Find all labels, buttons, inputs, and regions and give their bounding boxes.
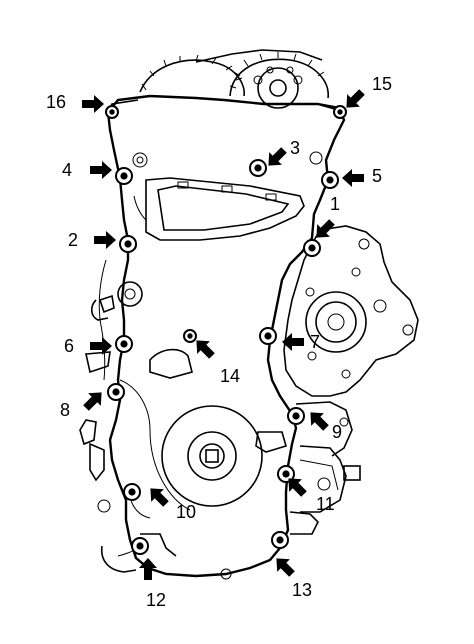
- bolt-label-10: 10: [176, 502, 196, 522]
- arrow-bolt-6: [90, 337, 112, 355]
- bolt-14-center: [187, 333, 193, 339]
- bolt-1-center: [308, 244, 316, 252]
- bolt-label-8: 8: [60, 400, 70, 420]
- bolt-2-center: [124, 240, 132, 248]
- arrow-bolt-1: [316, 219, 335, 238]
- arrow-bolt-4: [90, 161, 112, 179]
- bolt-3-center: [254, 164, 262, 172]
- bolt-6-center: [120, 340, 128, 348]
- bolt-label-14: 14: [220, 366, 240, 386]
- bolt-13-center: [276, 536, 284, 544]
- crankshaft-seal-area: [97, 348, 287, 580]
- bolt-9-center: [292, 412, 300, 420]
- bolt-7-center: [264, 332, 272, 340]
- camshaft-sprockets: [139, 49, 329, 109]
- arrow-group: [82, 89, 365, 580]
- arrow-bolt-5: [342, 169, 364, 187]
- bolt-label-6: 6: [64, 336, 74, 356]
- bolt-label-5: 5: [372, 166, 382, 186]
- arrow-bolt-14: [196, 340, 215, 359]
- bolt-label-2: 2: [68, 230, 78, 250]
- bolt-label-12: 12: [146, 590, 166, 610]
- bolt-4-center: [120, 172, 128, 180]
- arrow-bolt-7: [282, 333, 304, 351]
- bolt-label-1: 1: [330, 194, 340, 214]
- arrow-bolt-11: [288, 478, 307, 497]
- arrow-bolt-3: [268, 147, 287, 166]
- bolt-11-center: [282, 470, 290, 478]
- bolt-label-7: 7: [310, 332, 320, 352]
- arrow-bolt-16: [82, 95, 104, 113]
- bolt-label-13: 13: [292, 580, 312, 600]
- bolt-group: [105, 105, 347, 555]
- bolt-5-center: [326, 176, 334, 184]
- bolt-label-15: 15: [372, 74, 392, 94]
- bolt-12-center: [136, 542, 144, 550]
- bolt-8-center: [112, 388, 120, 396]
- water-pump-housing: [283, 225, 419, 535]
- arrow-bolt-2: [94, 231, 116, 249]
- bolt-label-16: 16: [46, 92, 66, 112]
- bolt-label-11: 11: [316, 494, 335, 514]
- arrow-bolt-10: [150, 488, 169, 507]
- arrow-bolt-13: [276, 558, 295, 577]
- bolt-15-center: [337, 109, 343, 115]
- arrow-bolt-15: [346, 89, 365, 108]
- arrow-bolt-8: [83, 392, 102, 411]
- bolt-label-9: 9: [332, 422, 342, 442]
- bolt-label-4: 4: [62, 160, 72, 180]
- bolt-label-3: 3: [290, 138, 300, 158]
- arrow-bolt-12: [139, 558, 157, 580]
- cover-upper-details: [117, 151, 323, 307]
- left-side-bracket: [79, 259, 139, 573]
- bolt-10-center: [128, 488, 136, 496]
- bolt-16-center: [109, 109, 115, 115]
- arrow-bolt-9: [310, 412, 329, 431]
